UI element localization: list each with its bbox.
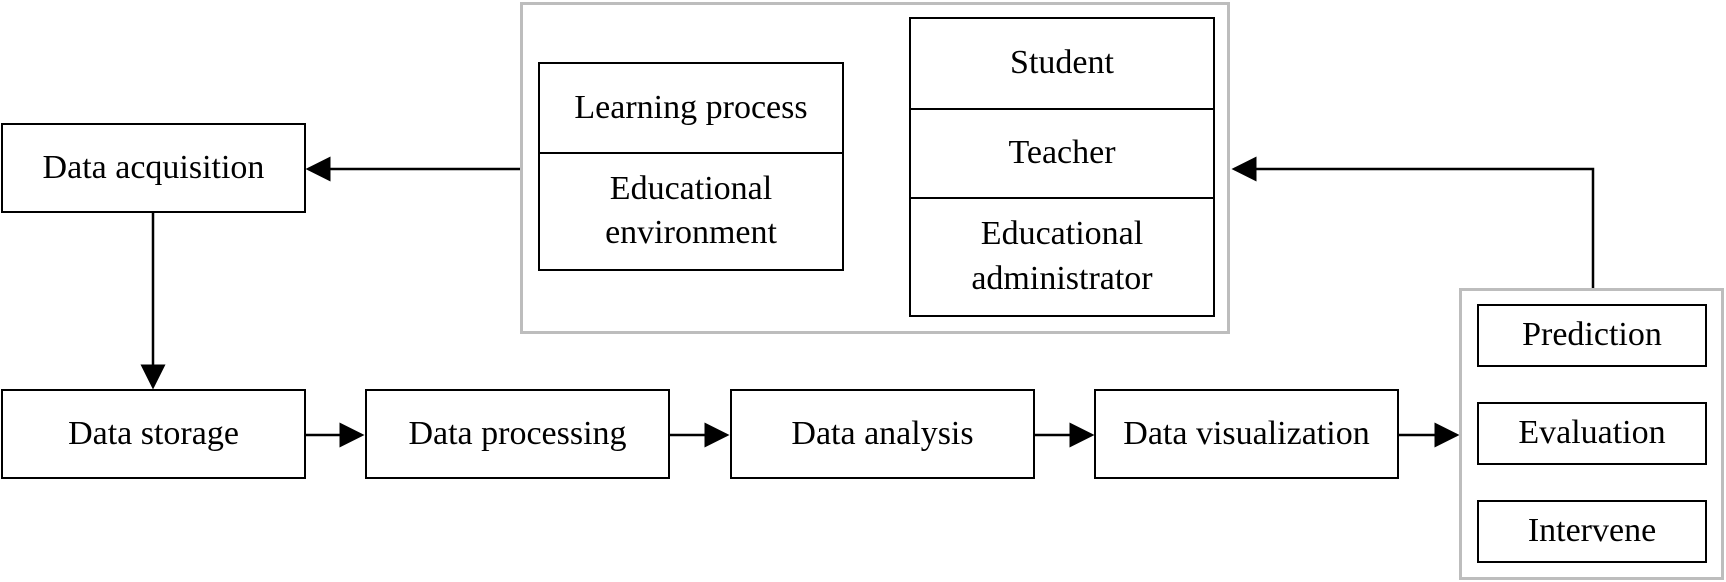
arrow-outcomes-to-sources bbox=[1231, 156, 1595, 289]
student-cell: Student bbox=[1010, 44, 1114, 82]
data-visualization-box: Data visualization bbox=[1094, 389, 1399, 479]
sources-group-frame bbox=[520, 2, 1230, 334]
actors-stack: Student Teacher Educational administrato… bbox=[909, 17, 1215, 317]
outcomes-group-frame bbox=[1459, 288, 1724, 580]
educational-environment-cell: Educational environment bbox=[540, 152, 842, 268]
teacher-cell: Teacher bbox=[911, 108, 1213, 197]
data-analysis-box: Data analysis bbox=[730, 389, 1035, 479]
intervene-box: Intervene bbox=[1477, 500, 1707, 563]
context-stack: Learning process Educational environment bbox=[538, 62, 844, 271]
data-acquisition-box: Data acquisition bbox=[1, 123, 306, 213]
data-processing-box: Data processing bbox=[365, 389, 670, 479]
prediction-box: Prediction bbox=[1477, 304, 1707, 367]
data-storage-box: Data storage bbox=[1, 389, 306, 479]
educational-administrator-cell: Educational administrator bbox=[911, 197, 1213, 314]
evaluation-box: Evaluation bbox=[1477, 402, 1707, 465]
learning-process-cell: Learning process bbox=[574, 88, 808, 126]
